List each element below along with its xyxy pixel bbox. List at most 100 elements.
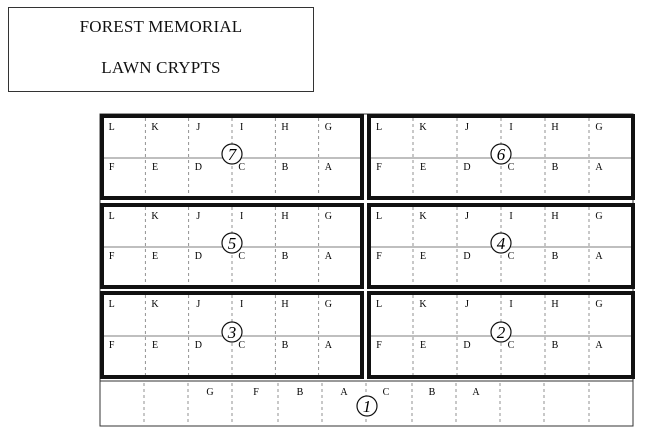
crypt-label-top: J — [196, 211, 200, 222]
crypt-label-bottom: E — [152, 251, 158, 262]
crypt-label-bottom: D — [195, 251, 202, 262]
circle-icon — [221, 232, 243, 254]
crypt-block-frame — [100, 114, 364, 200]
crypt-label-bottom: A — [325, 251, 333, 262]
crypt-label-top: K — [151, 211, 159, 222]
crypt-label-top: L — [109, 299, 115, 310]
crypt-label-top: H — [281, 122, 288, 133]
block-number: 7 — [228, 145, 238, 164]
crypt-label-top: H — [281, 211, 288, 222]
crypt-label-top: J — [196, 122, 200, 133]
crypt-label-top: J — [465, 211, 469, 222]
crypt-label-bottom: B — [552, 251, 559, 262]
crypt-label-bottom: B — [552, 162, 559, 173]
block-number-badge: 2 — [490, 321, 512, 343]
block-number: 1 — [363, 397, 372, 416]
crypt-label-bottom-row: A — [340, 387, 348, 398]
crypt-label-top: J — [465, 122, 469, 133]
crypt-label-top: K — [419, 122, 427, 133]
crypt-label-top: L — [376, 299, 382, 310]
crypt-label-bottom: D — [195, 162, 202, 173]
crypt-label-top: L — [109, 211, 115, 222]
crypt-label-bottom: B — [282, 251, 289, 262]
block-number: 3 — [227, 323, 237, 342]
crypt-label-bottom: B — [282, 340, 289, 351]
title-lawn-crypts: LAWN CRYPTS — [101, 58, 221, 77]
crypt-label-bottom: A — [325, 162, 333, 173]
crypt-label-top: L — [109, 122, 115, 133]
crypt-block-frame — [100, 203, 364, 289]
crypt-label-bottom-row: B — [429, 387, 436, 398]
crypt-label-bottom: F — [376, 251, 382, 262]
crypt-label-top: L — [376, 122, 382, 133]
circle-icon — [356, 395, 378, 417]
crypt-label-bottom-row: A — [472, 387, 480, 398]
crypt-label-top: K — [151, 299, 159, 310]
crypt-label-top: I — [240, 299, 243, 310]
crypt-map-outline — [99, 113, 634, 427]
crypt-label-top: G — [595, 211, 602, 222]
crypt-label-bottom-row: B — [297, 387, 304, 398]
block-number-badge: 5 — [221, 232, 243, 254]
crypt-label-bottom: E — [420, 251, 426, 262]
crypt-block-frame — [367, 203, 635, 289]
crypt-label-top: H — [281, 299, 288, 310]
block-number: 5 — [228, 234, 237, 253]
crypt-label-bottom: B — [282, 162, 289, 173]
crypt-label-top: H — [551, 211, 558, 222]
crypt-label-top: J — [465, 299, 469, 310]
crypt-label-top: K — [419, 211, 427, 222]
circle-icon — [490, 321, 512, 343]
crypt-label-bottom: A — [595, 340, 603, 351]
title-box: FOREST MEMORIAL LAWN CRYPTS — [8, 7, 314, 92]
crypt-label-top: G — [595, 122, 602, 133]
block-number-badge: 3 — [221, 321, 243, 343]
crypt-label-bottom: A — [595, 251, 603, 262]
crypt-label-bottom: C — [238, 251, 245, 262]
crypt-label-bottom: F — [109, 251, 115, 262]
crypt-label-top: H — [551, 299, 558, 310]
crypt-label-top: I — [509, 211, 512, 222]
crypt-label-bottom: E — [152, 162, 158, 173]
block-number: 4 — [497, 234, 506, 253]
block-number-badge: 6 — [490, 143, 512, 165]
crypt-label-top: G — [595, 299, 602, 310]
crypt-block-frame — [367, 291, 635, 379]
crypt-label-bottom: D — [463, 251, 470, 262]
circle-icon — [221, 321, 243, 343]
crypt-label-top: K — [419, 299, 427, 310]
crypt-label-bottom: C — [508, 340, 515, 351]
circle-icon — [221, 143, 243, 165]
crypt-label-top: G — [325, 122, 332, 133]
crypt-label-bottom: A — [325, 340, 333, 351]
crypt-label-top: I — [240, 122, 243, 133]
crypt-label-bottom: D — [463, 162, 470, 173]
crypt-label-top: H — [551, 122, 558, 133]
crypt-label-bottom: C — [238, 340, 245, 351]
circle-icon — [490, 232, 512, 254]
crypt-block-frame — [100, 291, 364, 379]
crypt-label-bottom: A — [595, 162, 603, 173]
crypt-label-top: I — [509, 299, 512, 310]
crypt-label-bottom: E — [420, 162, 426, 173]
crypt-label-bottom: B — [552, 340, 559, 351]
crypt-block-4[interactable]: L K J I H G F E D C B A 4 — [367, 203, 635, 289]
crypt-label-top: I — [509, 122, 512, 133]
crypt-label-bottom: D — [195, 340, 202, 351]
crypt-label-top: G — [325, 299, 332, 310]
crypt-label-bottom: F — [376, 162, 382, 173]
crypt-label-bottom: F — [376, 340, 382, 351]
crypt-label-top: J — [196, 299, 200, 310]
crypt-label-bottom: C — [508, 251, 515, 262]
crypt-label-bottom: D — [463, 340, 470, 351]
crypt-label-top: L — [376, 211, 382, 222]
